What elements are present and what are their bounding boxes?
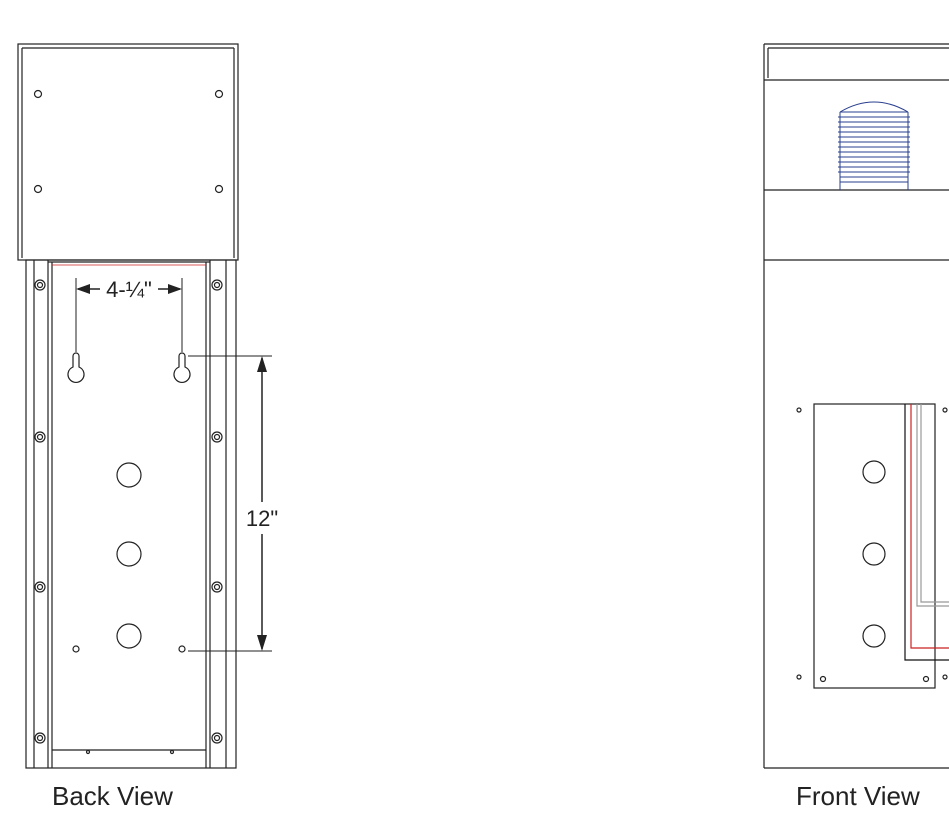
small-hole	[178, 645, 186, 653]
front-mounting-plate	[796, 403, 948, 689]
knockout-hole	[116, 462, 142, 488]
dim-label-keyhole-spacing: 4-¼"	[106, 277, 152, 302]
knockout-hole	[862, 542, 886, 566]
dimension-keyhole-spacing	[75, 278, 183, 352]
small-hole	[72, 645, 80, 653]
back-view: 4-¼" 12"	[17, 43, 278, 769]
back-top-enclosure	[17, 43, 239, 261]
dim-label-vertical-spacing: 12"	[246, 506, 278, 531]
dimension-vertical-spacing	[188, 355, 272, 652]
wiring	[904, 404, 949, 661]
mount-screw-hole	[33, 89, 43, 99]
wire-red	[910, 404, 949, 649]
knockout-hole	[862, 624, 886, 648]
plate-screw	[796, 674, 802, 680]
front-pole-housing	[763, 260, 949, 769]
wire-black	[904, 404, 949, 661]
knockout-hole	[116, 623, 142, 649]
wire-white	[916, 404, 949, 607]
small-hole	[85, 749, 91, 755]
keyhole-slot-right	[173, 352, 191, 383]
knockout-hole	[862, 460, 886, 484]
beacon-lens	[838, 101, 910, 190]
small-hole	[169, 749, 175, 755]
keyhole-slot-left	[67, 352, 85, 383]
mount-screw-hole	[214, 184, 224, 194]
mount-screw-hole	[214, 89, 224, 99]
mount-screw-hole	[33, 184, 43, 194]
rail-screw	[34, 279, 223, 744]
wire-white-inner	[920, 404, 949, 603]
front-view-caption: Front View	[796, 781, 920, 811]
plate-screw	[942, 674, 948, 680]
plate-screw	[942, 407, 948, 413]
back-pole-housing	[25, 259, 237, 769]
small-hole	[819, 675, 827, 683]
front-top-enclosure	[763, 43, 949, 261]
plate-screw	[796, 407, 802, 413]
front-view	[763, 43, 949, 769]
small-hole	[922, 675, 930, 683]
back-view-caption: Back View	[52, 781, 173, 811]
knockout-hole	[116, 541, 142, 567]
